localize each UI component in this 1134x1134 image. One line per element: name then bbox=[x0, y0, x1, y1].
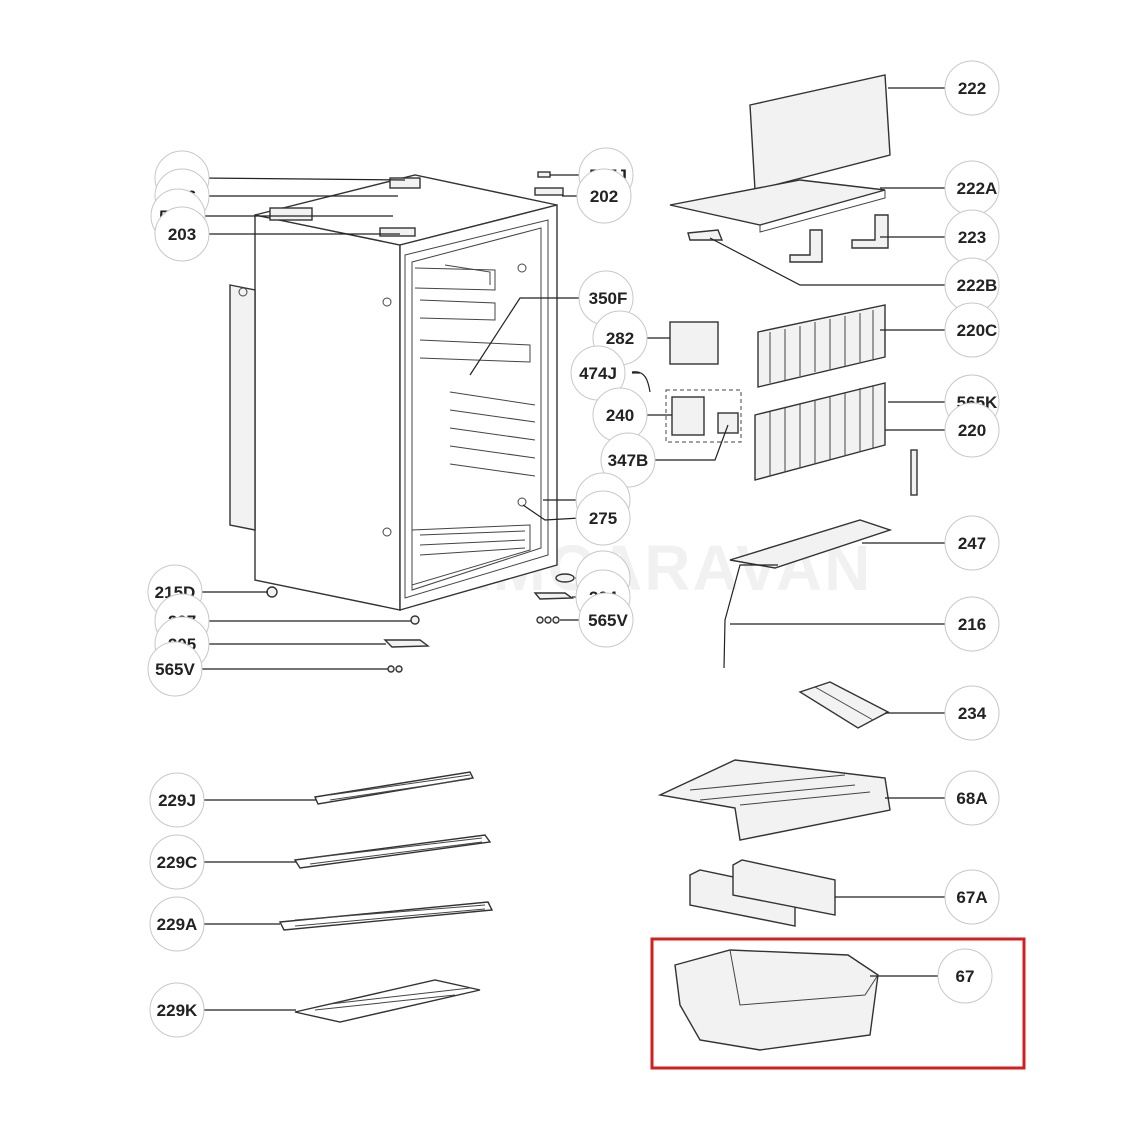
part-67A-rails bbox=[689, 859, 836, 927]
callout-222A: 222A bbox=[957, 179, 998, 198]
part-229C-shelf bbox=[293, 834, 492, 869]
callout-282: 282 bbox=[606, 329, 634, 348]
part-282-control-box bbox=[669, 321, 719, 365]
callout-474J: 474J bbox=[579, 364, 617, 383]
callout-275: 275 bbox=[589, 509, 617, 528]
part-229J-shelf bbox=[314, 771, 475, 805]
callout-203: 203 bbox=[168, 225, 196, 244]
callout-labels: 222 222A 223 222B 220C 565K 220 247 216 … bbox=[147, 60, 1000, 1038]
callout-229K: 229K bbox=[157, 1001, 198, 1020]
fridge-cabinet bbox=[229, 174, 558, 611]
part-67-crisper-drawer bbox=[674, 949, 879, 1051]
cabinet-fittings bbox=[266, 171, 575, 673]
callout-68A: 68A bbox=[956, 789, 987, 808]
part-229K-shelf bbox=[294, 979, 481, 1023]
callout-67A: 67A bbox=[956, 888, 987, 907]
callout-220C: 220C bbox=[957, 321, 998, 340]
part-240-module bbox=[671, 396, 705, 436]
callout-202: 202 bbox=[590, 187, 618, 206]
callout-229A: 229A bbox=[157, 915, 198, 934]
callout-347B: 347B bbox=[608, 451, 649, 470]
callout-565V-right: 565V bbox=[588, 611, 628, 630]
callout-229J: 229J bbox=[158, 791, 196, 810]
callout-247: 247 bbox=[958, 534, 986, 553]
callout-67: 67 bbox=[956, 967, 975, 986]
callout-223: 223 bbox=[958, 228, 986, 247]
part-220-vent-grille bbox=[754, 382, 886, 481]
part-229A-shelf bbox=[278, 901, 494, 931]
group-240-347B bbox=[665, 389, 742, 443]
callout-229C: 229C bbox=[157, 853, 198, 872]
part-234-ice-tray bbox=[798, 681, 890, 729]
leader-lines bbox=[199, 87, 945, 1011]
callout-565V-left: 565V bbox=[155, 660, 195, 679]
callout-234: 234 bbox=[958, 704, 987, 723]
part-68A-tray bbox=[657, 759, 891, 841]
part-474J-cable bbox=[631, 371, 651, 393]
part-223-hinges bbox=[789, 214, 889, 263]
callout-216: 216 bbox=[958, 615, 986, 634]
part-222-top-cover bbox=[749, 74, 891, 191]
callout-240: 240 bbox=[606, 406, 634, 425]
callout-220: 220 bbox=[958, 421, 986, 440]
part-220C-vent-grille bbox=[757, 304, 886, 388]
callout-222: 222 bbox=[958, 79, 986, 98]
callout-350F: 350F bbox=[589, 289, 628, 308]
part-216-rod bbox=[723, 564, 778, 669]
callout-222B: 222B bbox=[957, 276, 998, 295]
highlight-box-67 bbox=[650, 937, 1026, 1070]
part-222A-tray bbox=[669, 179, 886, 226]
part-347B-clip bbox=[717, 412, 739, 434]
